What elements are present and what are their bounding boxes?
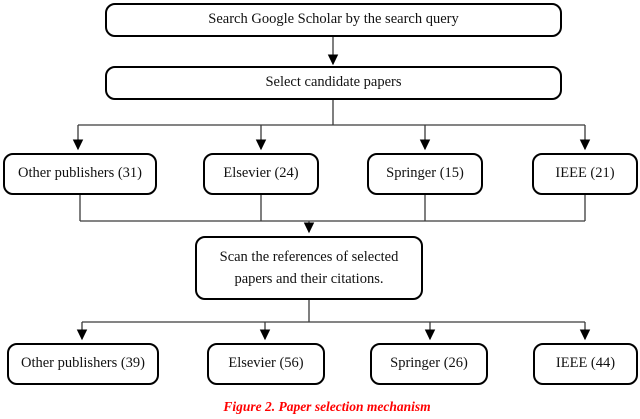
flow-node-select-candidate-papers: Select candidate papers — [105, 66, 562, 100]
flow-node-springer-15: Springer (15) — [367, 153, 483, 195]
flow-node-label: Other publishers (39) — [20, 355, 146, 372]
flow-node-label: Springer (15) — [386, 165, 464, 182]
flow-node-elsevier-24: Elsevier (24) — [203, 153, 319, 195]
flow-node-search-google-scholar: Search Google Scholar by the search quer… — [105, 3, 562, 37]
flow-node-ieee-44: IEEE (44) — [533, 343, 638, 385]
flow-node-label: IEEE (21) — [555, 165, 615, 182]
flow-node-label: Other publishers (31) — [17, 165, 143, 182]
flow-node-label: Elsevier (24) — [223, 165, 299, 182]
flow-node-label: Select candidate papers — [265, 74, 402, 91]
flow-node-ieee-21: IEEE (21) — [532, 153, 638, 195]
flow-node-other-publishers-31: Other publishers (31) — [3, 153, 157, 195]
flow-node-scan-references: Scan the references of selected papers a… — [195, 236, 423, 300]
flow-node-label: Search Google Scholar by the search quer… — [208, 11, 459, 28]
flow-node-label: Scan the references of selected papers a… — [219, 248, 399, 287]
flow-node-elsevier-56: Elsevier (56) — [207, 343, 325, 385]
flow-node-springer-26: Springer (26) — [370, 343, 488, 385]
flow-node-other-publishers-39: Other publishers (39) — [7, 343, 159, 385]
flow-node-label: IEEE (44) — [555, 355, 616, 372]
flow-node-label: Springer (26) — [390, 355, 468, 372]
flow-node-label: Elsevier (56) — [228, 355, 304, 372]
figure-caption: Figure 2. Paper selection mechanism — [223, 399, 431, 414]
